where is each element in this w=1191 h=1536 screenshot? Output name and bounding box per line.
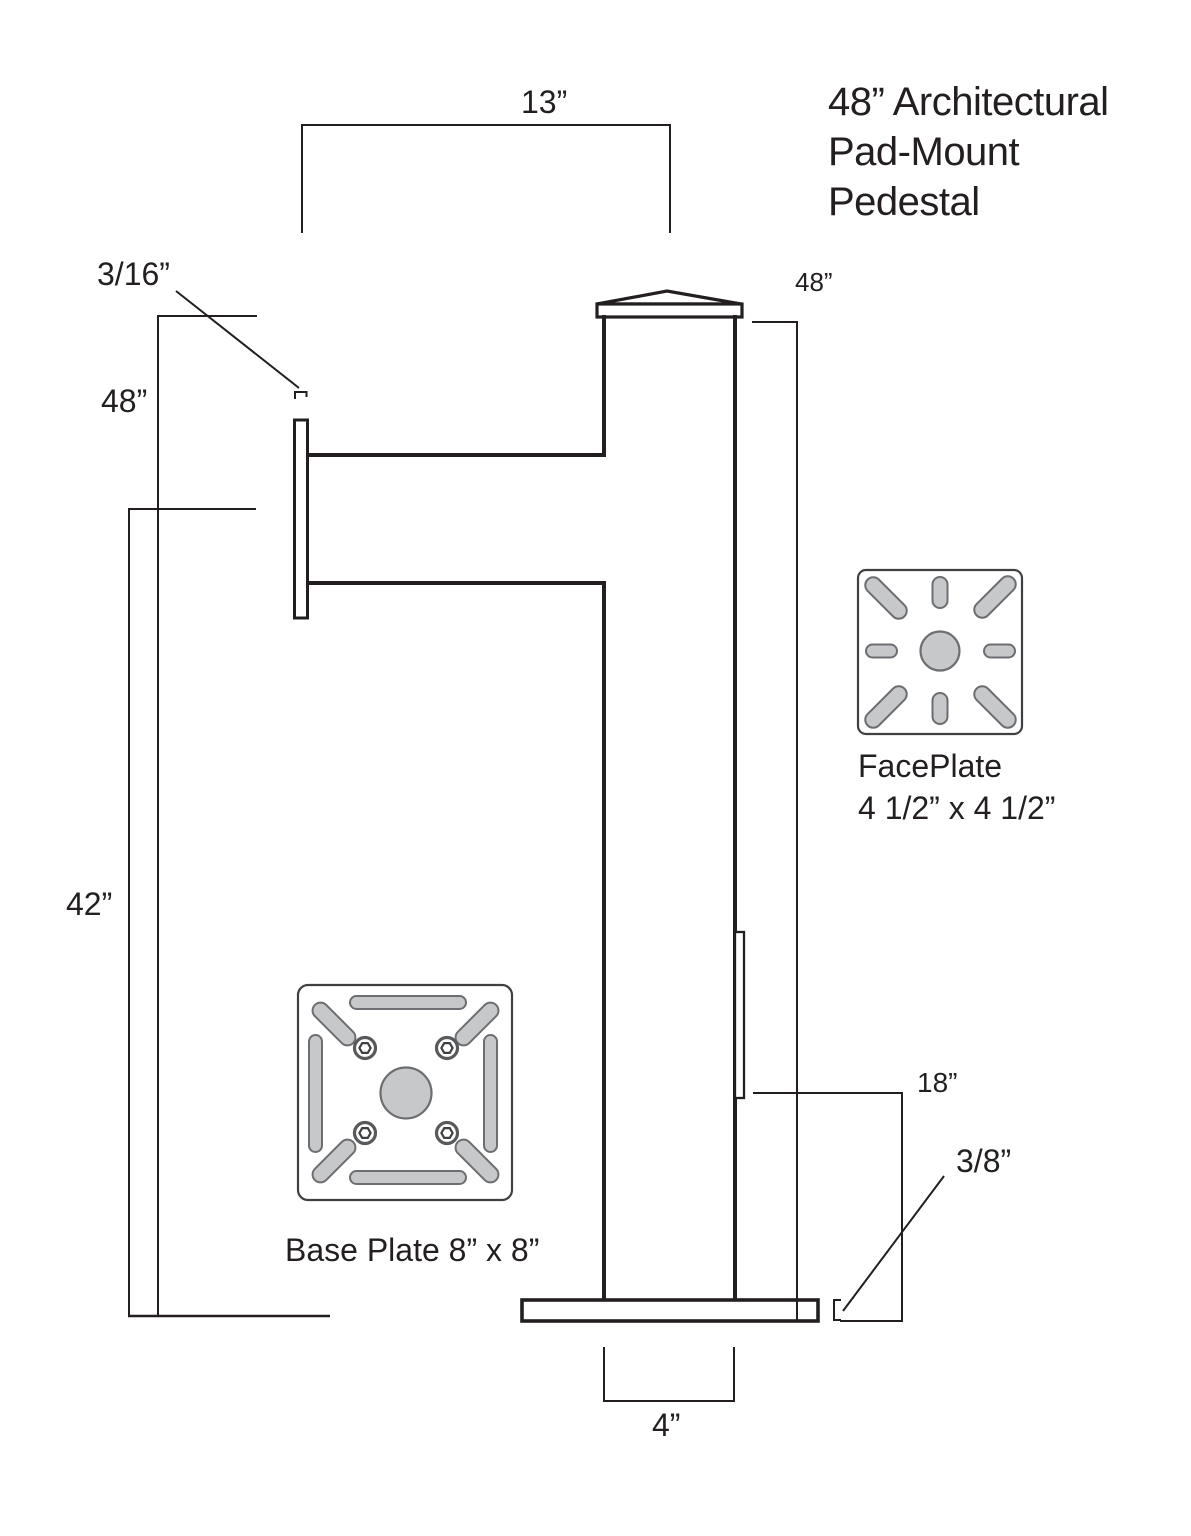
drawing-title-line1: 48” Architectural — [828, 80, 1109, 124]
faceplate-slot-bottom — [931, 692, 949, 725]
faceplate-slot-right — [983, 643, 1016, 659]
faceplate-slot-left — [865, 643, 898, 659]
dim-3-8-label: 3/8” — [956, 1143, 1011, 1179]
dim-48-right-label: 48” — [795, 267, 833, 297]
baseplate-slot-top-left — [311, 1001, 357, 1047]
dim-48-left-label: 48” — [101, 383, 147, 419]
faceplate-center-boss — [919, 630, 961, 672]
dim-4-bracket — [603, 1347, 735, 1402]
dim-3-16-label: 3/16” — [97, 256, 170, 292]
pedestal-cap-peak — [596, 289, 742, 306]
baseplate-slot-bottom-left — [311, 1138, 357, 1184]
dim-3-16-leader — [175, 290, 300, 389]
dim-42 — [128, 508, 256, 1316]
faceplate-size-caption: 4 1/2” x 4 1/2” — [858, 790, 1055, 826]
faceplate-caption: FacePlate — [858, 748, 1002, 784]
dimension-lines — [128, 124, 945, 1402]
drawing-title-line2: Pad-Mount — [828, 130, 1020, 174]
dim-3-8-leader — [842, 1175, 945, 1312]
baseplate-side-view — [520, 1298, 820, 1323]
dim-18-bracket — [753, 1092, 903, 1322]
dim-3-16-bracket — [294, 391, 308, 399]
baseplate-bolt-top-left — [352, 1035, 378, 1061]
faceplate-slot-bottom-left — [864, 685, 908, 729]
baseplate-slot-bottom-right — [454, 1138, 500, 1184]
faceplate-detail — [856, 568, 1024, 736]
faceplate-slot-top-left — [864, 576, 908, 620]
drawing-text: 48” Architectural Pad-Mount Pedestal 13”… — [66, 80, 1109, 1443]
baseplate-bolt-bottom-left — [352, 1120, 378, 1146]
faceplate-slot-top — [931, 576, 949, 609]
faceplate-side-view — [293, 418, 309, 620]
baseplate-slot-left — [308, 1034, 323, 1153]
baseplate-slot-bottom — [349, 1170, 467, 1185]
dim-13-bracket — [301, 124, 671, 233]
baseplate-bolt-top-right — [434, 1035, 460, 1061]
dim-48-left — [157, 315, 257, 1316]
dim-13-label: 13” — [521, 84, 567, 120]
dim-3-8-bracket — [833, 1299, 841, 1321]
baseplate-detail — [296, 983, 514, 1202]
pedestal-cap-band — [595, 302, 744, 319]
baseplate-slot-top — [349, 995, 467, 1010]
baseplate-slot-right — [483, 1034, 498, 1153]
handhole-cover-side-view — [733, 930, 746, 1100]
baseplate-center-boss — [379, 1066, 433, 1120]
dim-18-label: 18” — [917, 1067, 957, 1098]
dim-48-right — [752, 321, 798, 1320]
pedestal-structure — [293, 289, 820, 1323]
dim-4-label: 4” — [652, 1407, 680, 1443]
faceplate-slot-top-right — [973, 575, 1017, 619]
faceplate-slot-bottom-right — [973, 685, 1017, 729]
baseplate-caption: Base Plate 8” x 8” — [285, 1232, 539, 1268]
baseplate-bolt-bottom-right — [434, 1120, 460, 1146]
drawing-title-line3: Pedestal — [828, 180, 980, 224]
dim-42-label: 42” — [66, 886, 112, 922]
